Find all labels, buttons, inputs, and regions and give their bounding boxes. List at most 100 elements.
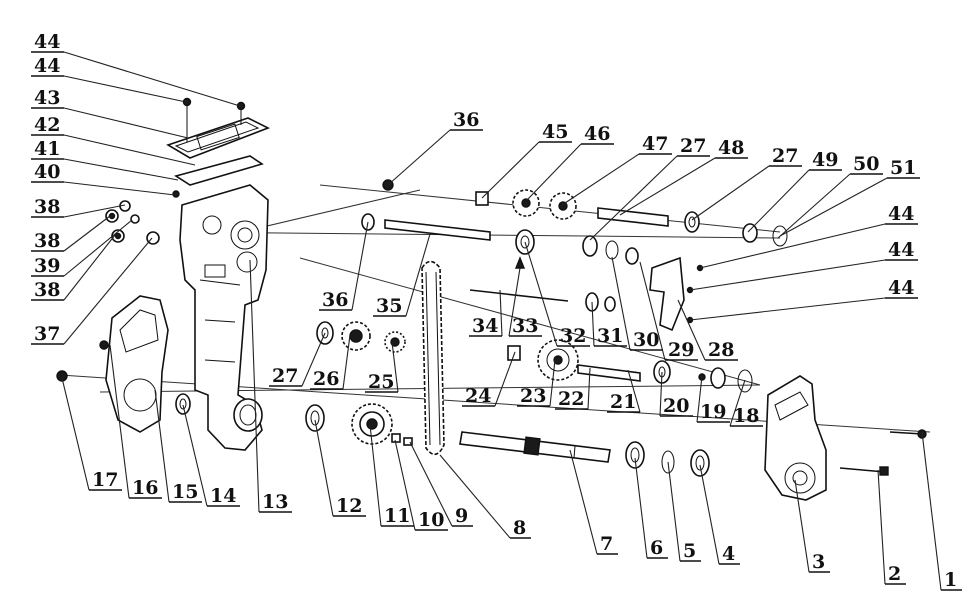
output-shaft-part	[459, 431, 611, 463]
part-number-text: 36	[453, 109, 479, 131]
part-number-text: 38	[34, 230, 60, 252]
leader-line	[699, 464, 720, 565]
leader-line	[659, 371, 663, 417]
part-label-43: 43	[31, 87, 64, 109]
gearbox-housing-part	[179, 184, 269, 451]
part-label-34: 34	[469, 315, 502, 337]
part-label-36: 36	[450, 109, 483, 131]
leader-line	[63, 134, 196, 166]
leader-line	[369, 424, 382, 527]
leader-line	[63, 51, 241, 107]
leader-line	[549, 359, 556, 407]
part-number-text: 38	[34, 279, 60, 301]
part-label-44: 44	[885, 277, 918, 299]
leader-line	[589, 155, 678, 241]
part-number-text: 22	[558, 388, 584, 410]
part-label-50: 50	[850, 153, 883, 175]
part-number-text: 1	[944, 569, 957, 591]
part-label-46: 46	[581, 123, 614, 145]
part-number-text: 7	[600, 533, 613, 555]
leader-line	[689, 259, 886, 291]
part-label-29: 29	[665, 339, 698, 361]
part-number-text: 44	[888, 239, 914, 261]
top-shaft-parts	[382, 179, 788, 247]
part-label-16: 16	[129, 477, 162, 499]
bearing-part	[305, 404, 325, 432]
part-number-text: 23	[520, 385, 546, 407]
leader-line	[182, 404, 208, 507]
part-number-text: 2	[888, 563, 901, 585]
part-number-text: 4	[722, 543, 735, 565]
leader-line	[587, 367, 591, 410]
part-number-text: 37	[34, 323, 60, 345]
leader-line	[591, 301, 595, 347]
leader-line	[508, 267, 521, 337]
part-label-36: 36	[319, 289, 352, 311]
leader-line	[794, 479, 810, 573]
part-number-text: 34	[472, 315, 498, 337]
part-label-10: 10	[415, 509, 448, 531]
output-shaft-bearings	[625, 441, 710, 477]
leader-line	[619, 157, 716, 216]
part-label-44: 44	[31, 55, 64, 77]
part-number-text: 18	[733, 405, 759, 427]
part-label-27: 27	[269, 365, 302, 387]
part-label-31: 31	[594, 325, 627, 347]
part-number-text: 8	[513, 517, 526, 539]
part-label-26: 26	[310, 368, 343, 390]
leader-lines	[61, 51, 942, 591]
leader-line	[394, 439, 416, 531]
part-label-14: 14	[207, 485, 240, 507]
leader-line	[301, 332, 326, 387]
leader-line	[481, 141, 540, 199]
leader-line	[777, 173, 851, 239]
part-number-text: 27	[680, 135, 706, 157]
leader-line	[779, 177, 888, 237]
part-number-text: 51	[890, 157, 916, 179]
key-parts	[391, 433, 413, 446]
leader-line	[63, 215, 111, 252]
part-number-text: 5	[683, 540, 696, 562]
leader-line	[351, 221, 369, 311]
part-label-19: 19	[697, 401, 730, 423]
top-cover-part	[166, 97, 270, 159]
leader-line	[569, 449, 598, 555]
part-number-text: 46	[584, 123, 610, 145]
leader-line	[729, 379, 746, 427]
part-label-38: 38	[31, 196, 64, 218]
part-label-40: 40	[31, 161, 64, 183]
leader-line	[627, 369, 641, 413]
part-number-text: 48	[718, 137, 744, 159]
part-number-text: 6	[650, 537, 663, 559]
part-number-text: 49	[812, 149, 838, 171]
part-label-3: 3	[809, 551, 830, 573]
leader-line	[391, 341, 399, 393]
leader-line	[524, 241, 558, 347]
left-cover-part	[99, 295, 169, 433]
leader-line	[499, 289, 503, 337]
part-label-49: 49	[809, 149, 842, 171]
part-label-8: 8	[510, 517, 531, 539]
part-number-text: 20	[663, 395, 689, 417]
part-number-text: 24	[465, 385, 491, 407]
part-label-23: 23	[517, 385, 550, 407]
leader-line	[526, 143, 582, 201]
part-number-text: 31	[597, 325, 623, 347]
part-label-24: 24	[462, 385, 495, 407]
part-label-33: 33	[509, 315, 542, 337]
part-number-text: 9	[455, 505, 468, 527]
leader-line	[667, 461, 681, 562]
leader-line	[561, 153, 640, 206]
leader-line	[63, 237, 153, 345]
part-number-text: 21	[610, 391, 636, 413]
part-number-text: 50	[853, 153, 879, 175]
part-label-42: 42	[31, 114, 64, 136]
leader-line	[677, 299, 706, 361]
part-label-28: 28	[705, 339, 738, 361]
part-number-text: 30	[633, 329, 659, 351]
gasket-part	[174, 155, 264, 186]
bolt-parts	[839, 429, 927, 476]
part-number-text: 40	[34, 161, 60, 183]
part-label-1: 1	[941, 569, 962, 591]
part-label-45: 45	[539, 121, 572, 143]
